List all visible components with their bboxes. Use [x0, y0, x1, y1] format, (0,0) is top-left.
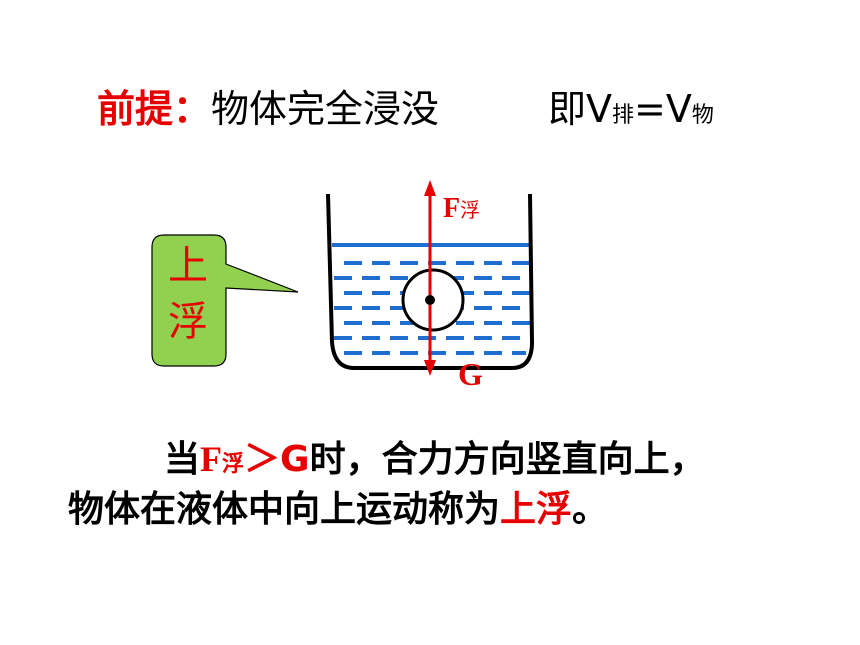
center-dot [425, 295, 435, 305]
callout-text: 上 浮 [152, 238, 224, 350]
gravity-arrowhead [424, 360, 436, 376]
relation-sub-object: 物 [691, 103, 714, 128]
relation-mid: =V [634, 87, 692, 131]
condition-rest: ＞G [244, 439, 310, 480]
callout-line-2: 浮 [168, 299, 208, 345]
callout-bubble [151, 234, 299, 367]
buoyancy-arrowhead [424, 180, 436, 196]
premise-text: 物体完全浸没 [211, 87, 440, 131]
premise-heading: 前提：物体完全浸没 [97, 78, 439, 133]
premise-label: 前提： [97, 87, 212, 131]
explanation-line-1: 当F浮＞G时，合力方向竖直向上， [164, 430, 706, 482]
volume-relation: 即V排=V物 [548, 78, 714, 133]
buoyancy-label: F浮 [443, 193, 480, 225]
line2-suffix: 。 [572, 489, 609, 530]
relation-sub-displaced: 排 [612, 103, 635, 128]
condition-f: F [200, 439, 223, 479]
term-floating-up: 上浮 [500, 489, 573, 530]
explanation-line-2: 物体在液体中向上运动称为上浮。 [68, 480, 608, 532]
line1-suffix: 时，合力方向竖直向上， [309, 439, 706, 480]
beaker-diagram [326, 180, 535, 376]
buoyancy-letter: F [443, 193, 461, 224]
line2-prefix: 物体在液体中向上运动称为 [68, 489, 501, 530]
buoyancy-sub: 浮 [460, 198, 481, 222]
condition-sub: 浮 [222, 452, 245, 477]
line1-prefix: 当 [164, 439, 201, 480]
gravity-label: G [458, 356, 483, 392]
relation-prefix: 即V [548, 87, 612, 131]
callout-line-1: 上 [168, 243, 208, 289]
